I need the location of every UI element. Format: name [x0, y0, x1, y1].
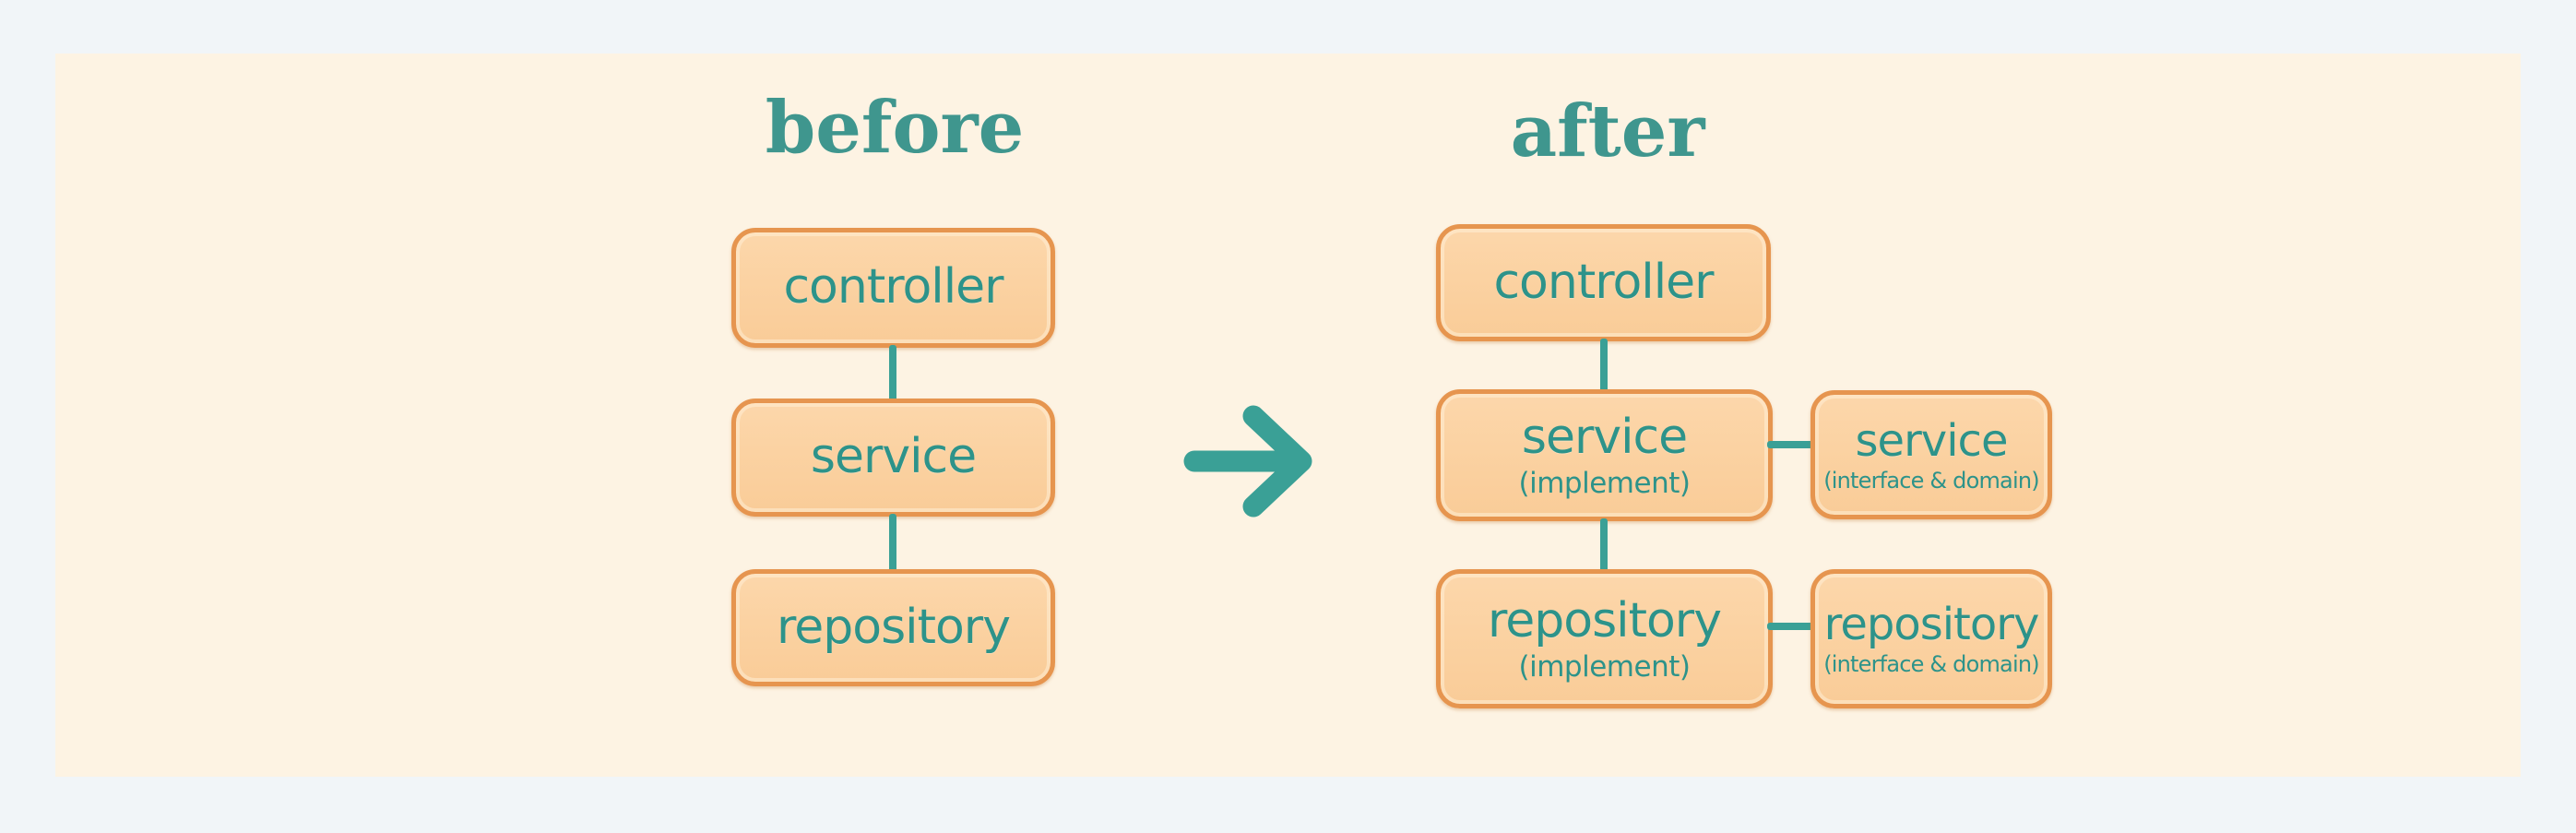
- after-controller-node: controller: [1436, 224, 1771, 341]
- after-repository-interface-node: repository (interface & domain): [1810, 569, 2052, 708]
- diagram-panel: [55, 54, 2521, 777]
- before-service-node: service: [731, 399, 1055, 517]
- after-repository-implement-label: repository: [1488, 593, 1722, 649]
- before-service-label: service: [810, 429, 977, 485]
- right-arrow-icon: [1183, 405, 1312, 518]
- after-service-implement-label: service: [1521, 410, 1688, 466]
- after-connector-service-repository: [1600, 518, 1608, 572]
- after-title: after: [1510, 89, 1705, 173]
- before-controller-label: controller: [783, 259, 1003, 315]
- after-connector-repository-interface: [1767, 623, 1815, 630]
- after-service-implement-sublabel: (implement): [1518, 466, 1691, 500]
- before-title: before: [765, 86, 1025, 170]
- before-repository-node: repository: [731, 569, 1055, 686]
- after-service-interface-label: service: [1855, 414, 2009, 467]
- after-service-implement-node: service (implement): [1436, 389, 1773, 521]
- after-repository-interface-label: repository: [1823, 599, 2040, 651]
- after-service-interface-node: service (interface & domain): [1810, 390, 2052, 519]
- after-controller-label: controller: [1493, 254, 1714, 310]
- before-controller-node: controller: [731, 228, 1055, 348]
- after-repository-interface-sublabel: (interface & domain): [1823, 651, 2039, 678]
- before-repository-label: repository: [777, 599, 1011, 655]
- after-connector-service-interface: [1767, 441, 1815, 448]
- before-connector-service-repository: [889, 514, 896, 572]
- before-connector-controller-service: [889, 345, 896, 401]
- after-repository-implement-node: repository (implement): [1436, 569, 1773, 708]
- after-connector-controller-service: [1600, 339, 1608, 392]
- after-service-interface-sublabel: (interface & domain): [1823, 467, 2039, 494]
- after-repository-implement-sublabel: (implement): [1518, 649, 1691, 684]
